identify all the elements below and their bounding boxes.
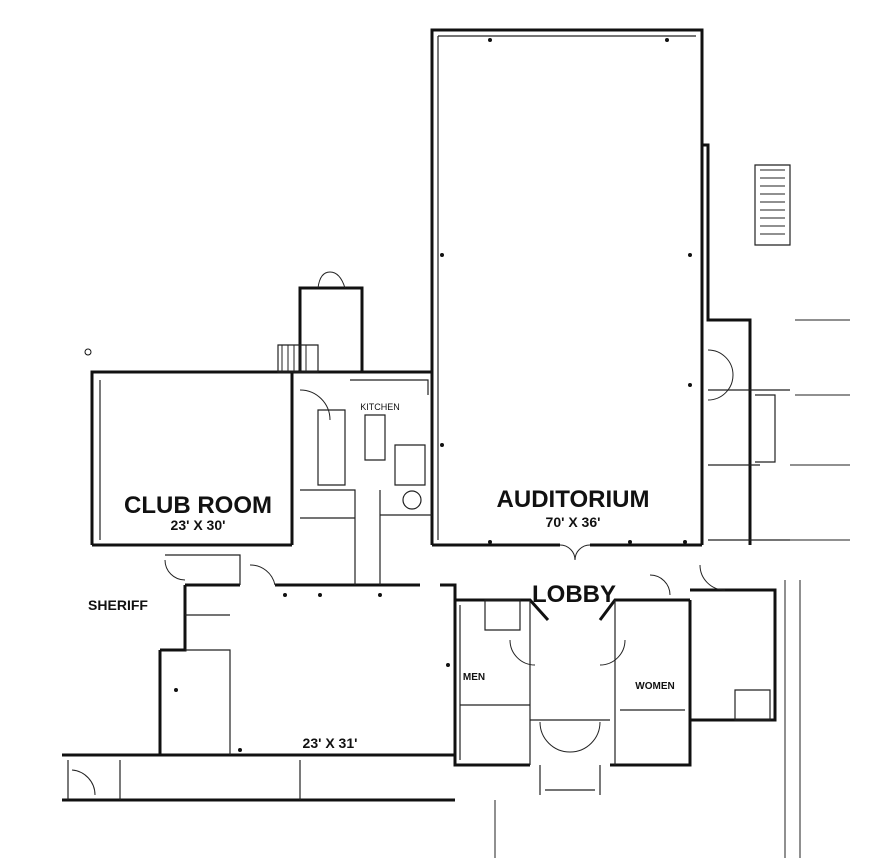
kitchen-label: KITCHEN — [360, 402, 400, 412]
porch-walls — [277, 271, 364, 373]
auditorium-label: AUDITORIUM — [497, 486, 650, 513]
right-annex-walls — [702, 143, 850, 545]
sheriff-label: SHERIFF — [88, 597, 148, 613]
auditorium-walls — [430, 28, 704, 547]
club-room-size: 23' X 30' — [171, 517, 226, 533]
auditorium-size: 70' X 36' — [546, 514, 601, 530]
men-label: MEN — [463, 672, 485, 683]
club-room-walls — [90, 370, 432, 547]
lower-wing-walls — [62, 545, 457, 802]
kitchen-walls — [299, 379, 432, 545]
women-label: WOMEN — [635, 681, 674, 692]
fixture-marks — [84, 38, 692, 752]
sheriff-room-size: 23' X 31' — [303, 735, 358, 751]
lobby-restrooms-walls — [453, 564, 801, 858]
lobby-label: LOBBY — [532, 581, 616, 608]
auditorium-doors — [559, 544, 591, 561]
club-room-label: CLUB ROOM — [124, 492, 272, 519]
